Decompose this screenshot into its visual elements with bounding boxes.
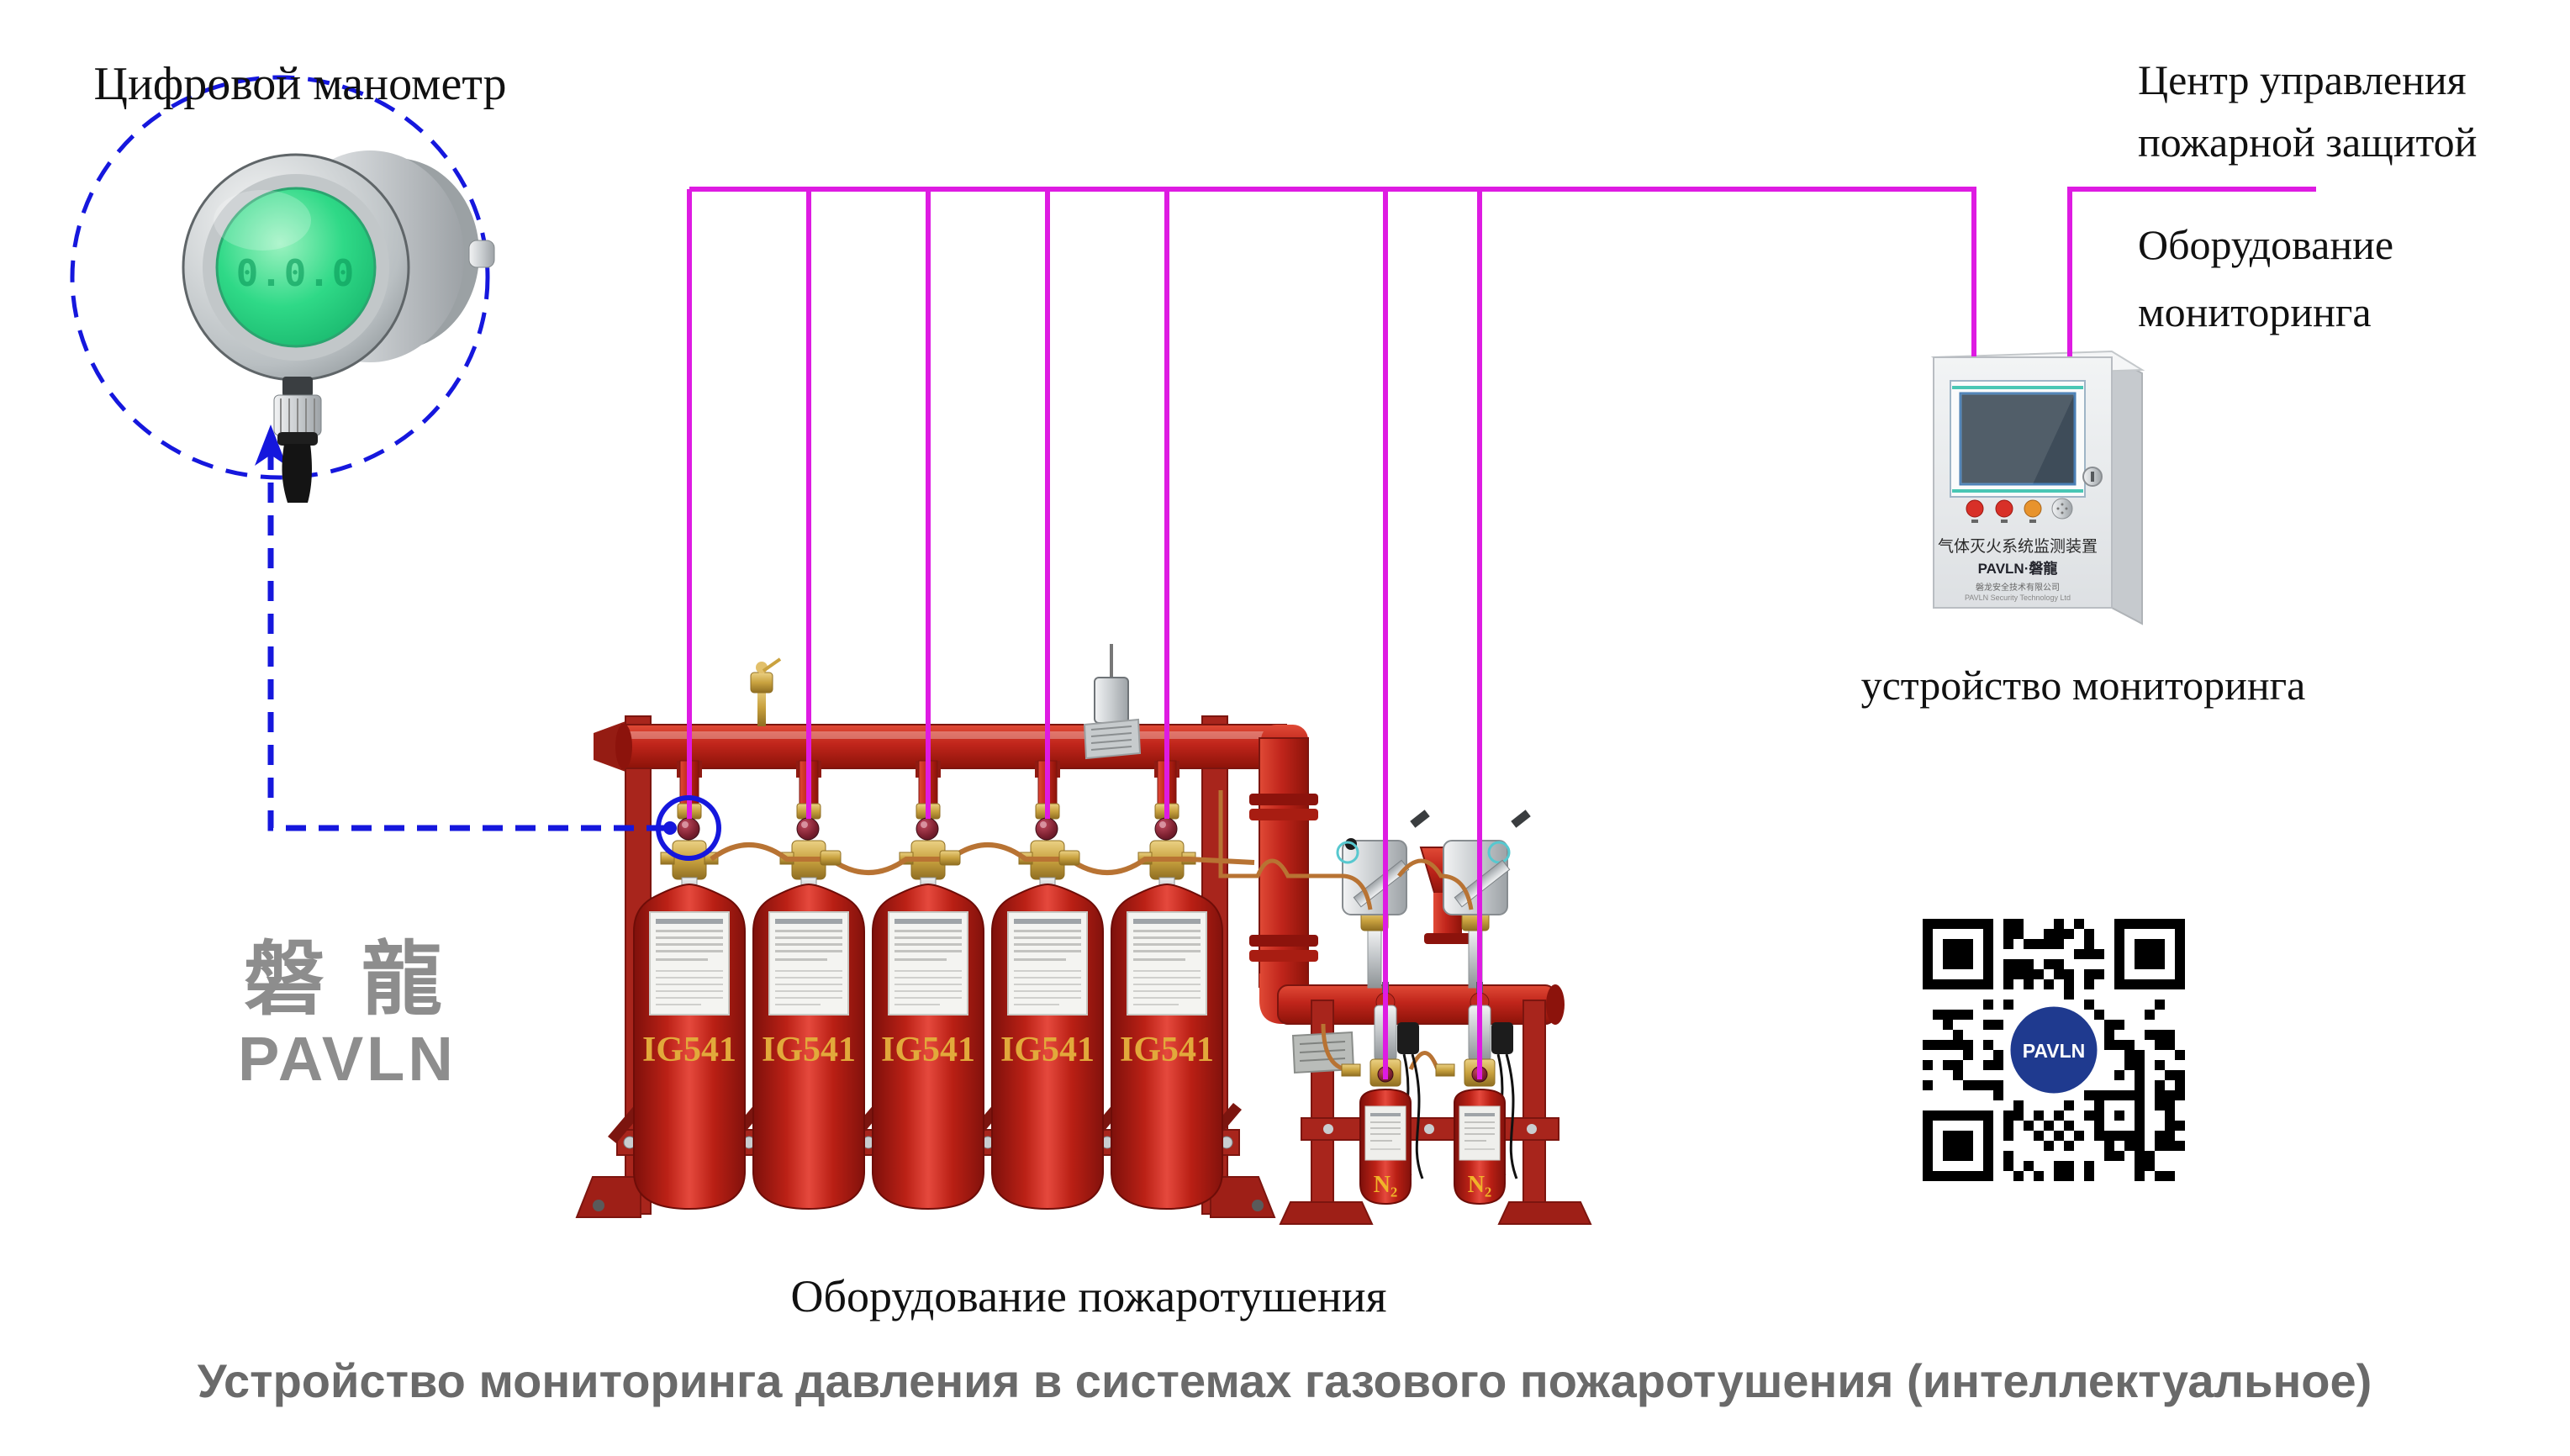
monitor-box-caption: устройство мониторинга [1861, 662, 2306, 709]
pipe-flange [1249, 794, 1318, 805]
manifold-pressure-switch [1094, 644, 1129, 724]
signal-drop-lines [687, 189, 1482, 1079]
cylinder-spec-label [1007, 911, 1088, 1016]
qr-logo-text: PAVLN [2023, 1040, 2086, 1062]
gauge-highlight-circle [656, 795, 721, 861]
panel-title: 气体灭火系统监测装置 [1938, 537, 2098, 556]
panel-company-cn: 磐龙安全技术有限公司 [1976, 582, 2060, 593]
monitoring-device-box: 气体灭火系统监测装置 PAVLN·磐龍 磐龙安全技术有限公司 PAVLN Sec… [1930, 350, 2145, 625]
callout-arrowhead [255, 425, 287, 466]
fault-led [2024, 499, 2042, 518]
cylinder-pressure-gauge [677, 817, 700, 841]
ig541-cylinder: IG541 [872, 760, 984, 1211]
n2-gas-label: N₂ [1374, 1172, 1398, 1198]
control-center-line2: пожарной защитой [2138, 119, 2477, 166]
pigtail-union [1058, 850, 1080, 866]
manifold-spec-plate [1083, 718, 1142, 760]
cylinder-gas-label: IG541 [1120, 1031, 1214, 1069]
pigtail-union [820, 850, 842, 866]
device-screen [1959, 392, 2077, 486]
gauge-callout [70, 75, 721, 861]
digital-gauge-inset: 0.0.0 [182, 150, 495, 503]
cylinder-pressure-gauge [1154, 817, 1178, 841]
callout-dashed-line [267, 454, 667, 831]
pipe-flange [1249, 935, 1318, 947]
inset-dashed-ellipse [70, 75, 490, 480]
cylinder-pressure-gauge [1035, 817, 1058, 841]
cylinders-group: IG541 IG541 [633, 760, 1223, 1211]
monitoring-equipment-line2: мониторинга [2138, 288, 2372, 335]
ig541-cylinder: IG541 [752, 760, 865, 1211]
selector-frame [1279, 1000, 1592, 1225]
n2-solenoid [1397, 1022, 1419, 1054]
cylinder-spec-label [649, 911, 730, 1016]
cylinder-gas-label: IG541 [1000, 1031, 1095, 1069]
cylinder-spec-label [1127, 911, 1207, 1016]
monitoring-equipment-line1: Оборудование [2138, 221, 2393, 268]
brand-logo-cn: 磐 龍 [244, 935, 451, 1025]
solenoid-cable [1411, 1053, 1424, 1179]
manifold-relief-valve [750, 657, 782, 726]
frame-foot-left [575, 1176, 641, 1218]
footer-title: Устройство мониторинга давления в систем… [198, 1354, 2372, 1407]
pigtail-union [939, 850, 961, 866]
panel-brand: PAVLN·磐龍 [1978, 560, 2058, 577]
brand-logo-en: PAVLN [238, 1024, 456, 1094]
cylinder-spec-label [768, 911, 849, 1016]
power-led [1995, 499, 2013, 518]
n2-gas-label: N₂ [1468, 1172, 1492, 1198]
ig541-cylinder: IG541 [991, 760, 1104, 1211]
signal-bus-control-center [2067, 187, 2316, 356]
alarm-led [1966, 499, 1984, 518]
panel-company-en: PAVLN Security Technology Ltd [1965, 593, 2071, 602]
solenoid-cable [1505, 1053, 1518, 1179]
gauge-lcd [215, 187, 377, 348]
control-center-line1: Центр управления [2138, 56, 2467, 103]
cylinder-gas-label: IG541 [881, 1031, 975, 1069]
gauge-reading: 0.0.0 [236, 252, 356, 295]
cylinder-gas-label: IG541 [642, 1031, 736, 1069]
inset-title: Цифровой манометр [94, 58, 507, 110]
signal-lines [687, 187, 2316, 1079]
qr-code: PAVLN [1916, 912, 2192, 1188]
cylinder-spec-label [888, 911, 968, 1016]
n2-pilot-cylinder: N₂ [1435, 982, 1518, 1205]
selector-valve-with-bell [1419, 810, 1531, 989]
buzzer [2051, 498, 2073, 520]
cylinder-pressure-gauge [796, 817, 820, 841]
cylinder-gas-label: IG541 [762, 1031, 856, 1069]
cylinder-pressure-gauge [916, 817, 939, 841]
manifold-pipe [615, 724, 1565, 1025]
n2-solenoid [1491, 1022, 1513, 1054]
signal-bus-main [689, 187, 1976, 356]
equipment-caption: Оборудование пожаротушения [790, 1271, 1386, 1321]
gauge-cable [282, 444, 312, 503]
qr-center-logo [2006, 1002, 2102, 1098]
